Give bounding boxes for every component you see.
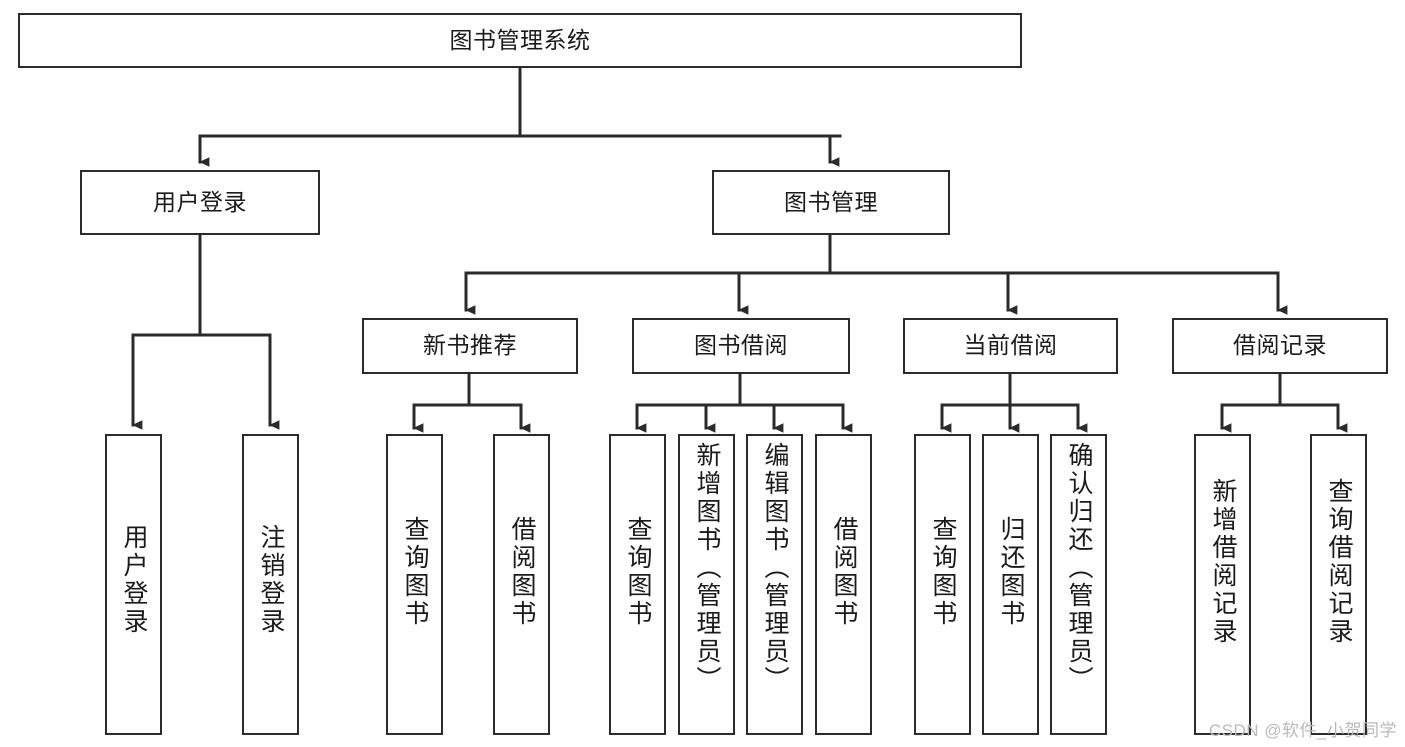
leaf-logout-label: 注销登录	[257, 524, 285, 636]
node-user-login[interactable]: 用户登录	[80, 170, 320, 235]
leaf-return-book-label: 归还图书	[997, 516, 1025, 628]
leaf-confirm-return[interactable]: 确认归还（管理员）	[1050, 434, 1107, 735]
node-root-label: 图书管理系统	[449, 26, 591, 53]
leaf-edit-book-label: 编辑图书（管理员）	[761, 442, 789, 694]
leaf-confirm-return-label: 确认归还（管理员）	[1065, 442, 1093, 694]
leaf-add-book-label: 新增图书（管理员）	[693, 442, 721, 694]
leaf-query-record-label: 查询借阅记录	[1325, 478, 1353, 646]
leaf-add-record-label: 新增借阅记录	[1209, 478, 1237, 646]
leaf-borrow-book-1-label: 借阅图书	[508, 516, 536, 628]
node-book-borrow-label: 图书借阅	[694, 332, 788, 359]
node-user-login-label: 用户登录	[153, 188, 247, 215]
leaf-borrow-book-2[interactable]: 借阅图书	[815, 434, 872, 735]
leaf-logout[interactable]: 注销登录	[242, 434, 299, 735]
leaf-query-book-3[interactable]: 查询图书	[914, 434, 971, 735]
node-book-manage-label: 图书管理	[784, 188, 878, 215]
leaf-query-book-3-label: 查询图书	[929, 516, 957, 628]
leaf-query-book-2[interactable]: 查询图书	[609, 434, 666, 735]
leaf-query-record[interactable]: 查询借阅记录	[1310, 434, 1367, 735]
node-root[interactable]: 图书管理系统	[18, 13, 1022, 68]
leaf-query-book-2-label: 查询图书	[624, 516, 652, 628]
leaf-edit-book[interactable]: 编辑图书（管理员）	[746, 434, 803, 735]
node-borrow-record-label: 借阅记录	[1233, 332, 1327, 359]
node-current-borrow-label: 当前借阅	[963, 332, 1058, 359]
leaf-add-book[interactable]: 新增图书（管理员）	[678, 434, 735, 735]
node-new-book-recommend-label: 新书推荐	[423, 332, 517, 359]
leaf-query-book-1-label: 查询图书	[401, 516, 429, 628]
node-current-borrow[interactable]: 当前借阅	[903, 318, 1118, 374]
leaf-borrow-book-1[interactable]: 借阅图书	[493, 434, 550, 735]
leaf-user-login-label: 用户登录	[120, 524, 148, 636]
leaf-return-book[interactable]: 归还图书	[982, 434, 1039, 735]
leaf-add-record[interactable]: 新增借阅记录	[1194, 434, 1251, 735]
node-borrow-record[interactable]: 借阅记录	[1172, 318, 1388, 374]
leaf-borrow-book-2-label: 借阅图书	[830, 516, 858, 628]
node-new-book-recommend[interactable]: 新书推荐	[362, 318, 578, 374]
leaf-query-book-1[interactable]: 查询图书	[386, 434, 443, 735]
csdn-watermark: CSDN @软件_小贺同学	[1208, 721, 1397, 740]
node-book-borrow[interactable]: 图书借阅	[632, 318, 850, 374]
leaf-user-login[interactable]: 用户登录	[105, 434, 162, 735]
node-book-manage[interactable]: 图书管理	[712, 170, 950, 235]
